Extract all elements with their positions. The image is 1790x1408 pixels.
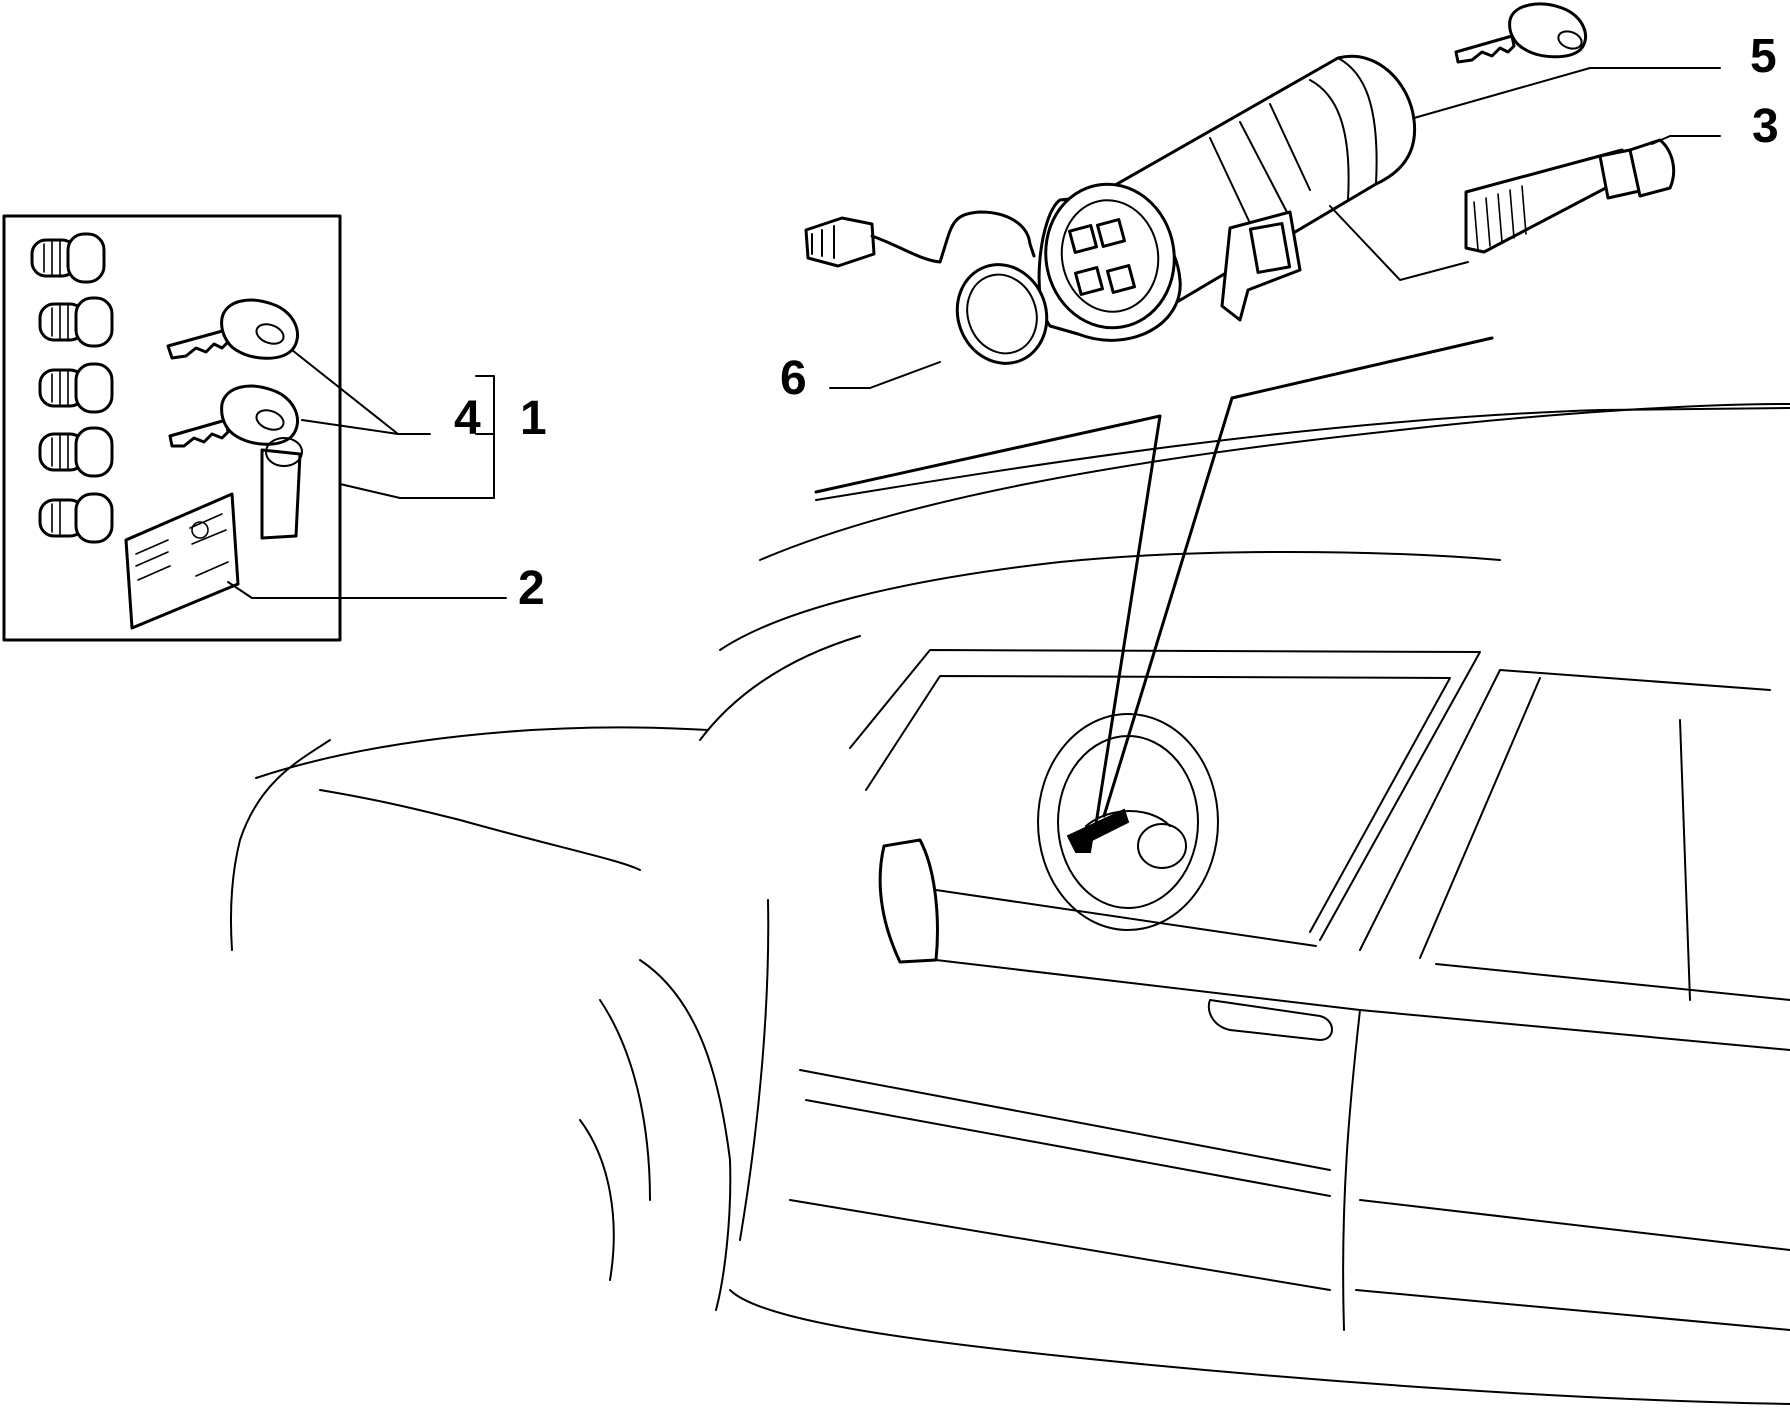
ignition-lock-assembly: [804, 2, 1676, 365]
ignition-key: [1454, 2, 1587, 64]
lock-cylinder: [38, 296, 114, 348]
code-card: [124, 492, 240, 630]
ignition-leaders: [829, 67, 1721, 389]
lock-cylinder: [38, 426, 114, 478]
callout-4: 4: [454, 392, 481, 445]
antenna-ring-connector: [804, 210, 1049, 365]
ignition-switch-body: [1037, 54, 1417, 342]
lock-cylinders: [30, 232, 114, 544]
callout-6: 6: [780, 352, 807, 405]
callout-5: 5: [1750, 30, 1777, 83]
kit-leaders: [227, 349, 507, 599]
lock-kit-box: [2, 214, 342, 642]
callout-1: 1: [520, 392, 547, 445]
callout-2: 2: [518, 562, 545, 615]
lock-cylinder: [38, 492, 114, 544]
key-with-tag: [168, 384, 303, 540]
car-outline: [229, 403, 1790, 1405]
key: [166, 298, 299, 360]
lock-cylinder: [30, 232, 106, 284]
callout-3: 3: [1752, 100, 1779, 153]
zoom-indicator-lines: [814, 336, 1494, 853]
shear-bolt: [1464, 138, 1676, 254]
lock-cylinder: [38, 362, 114, 414]
